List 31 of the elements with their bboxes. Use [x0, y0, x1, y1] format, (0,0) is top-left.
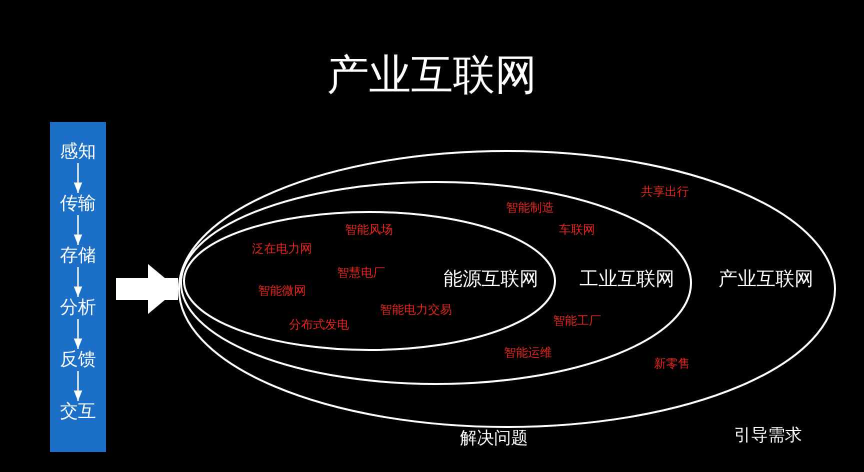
application-label: 车联网 [559, 222, 595, 238]
arrow [74, 215, 82, 245]
application-label: 共享出行 [641, 184, 689, 200]
application-label: 智能微网 [258, 282, 306, 300]
application-label: 新零售 [654, 356, 690, 372]
arrow [74, 319, 82, 349]
block-arrow [116, 264, 178, 314]
application-label: 分布式发电 [289, 316, 349, 334]
application-label: 智慧电厂 [337, 264, 385, 282]
step-label: 感知 [60, 141, 96, 163]
step-label: 反馈 [60, 349, 96, 371]
process-bar [50, 122, 106, 452]
ellipse-label: 能源互联网 [444, 267, 538, 292]
title: 产业互联网 [327, 49, 537, 101]
step-label: 交互 [60, 401, 96, 423]
application-label: 智能运维 [504, 344, 552, 362]
application-label: 智能制造 [506, 200, 554, 216]
step-label: 分析 [60, 297, 96, 319]
application-label: 智能风场 [345, 222, 393, 238]
caption-label: 解决问题 [460, 428, 528, 450]
application-label: 智能工厂 [553, 312, 601, 330]
caption-label: 引导需求 [734, 424, 802, 446]
arrow [74, 371, 82, 401]
step-label: 传输 [60, 193, 96, 215]
application-label: 智能电力交易 [380, 302, 452, 318]
ellipse-label: 工业互联网 [580, 267, 674, 292]
arrow [74, 267, 82, 297]
arrow [74, 163, 82, 193]
step-label: 存储 [60, 245, 96, 267]
ellipse-label: 产业互联网 [718, 267, 814, 292]
application-label: 泛在电力网 [252, 240, 312, 258]
